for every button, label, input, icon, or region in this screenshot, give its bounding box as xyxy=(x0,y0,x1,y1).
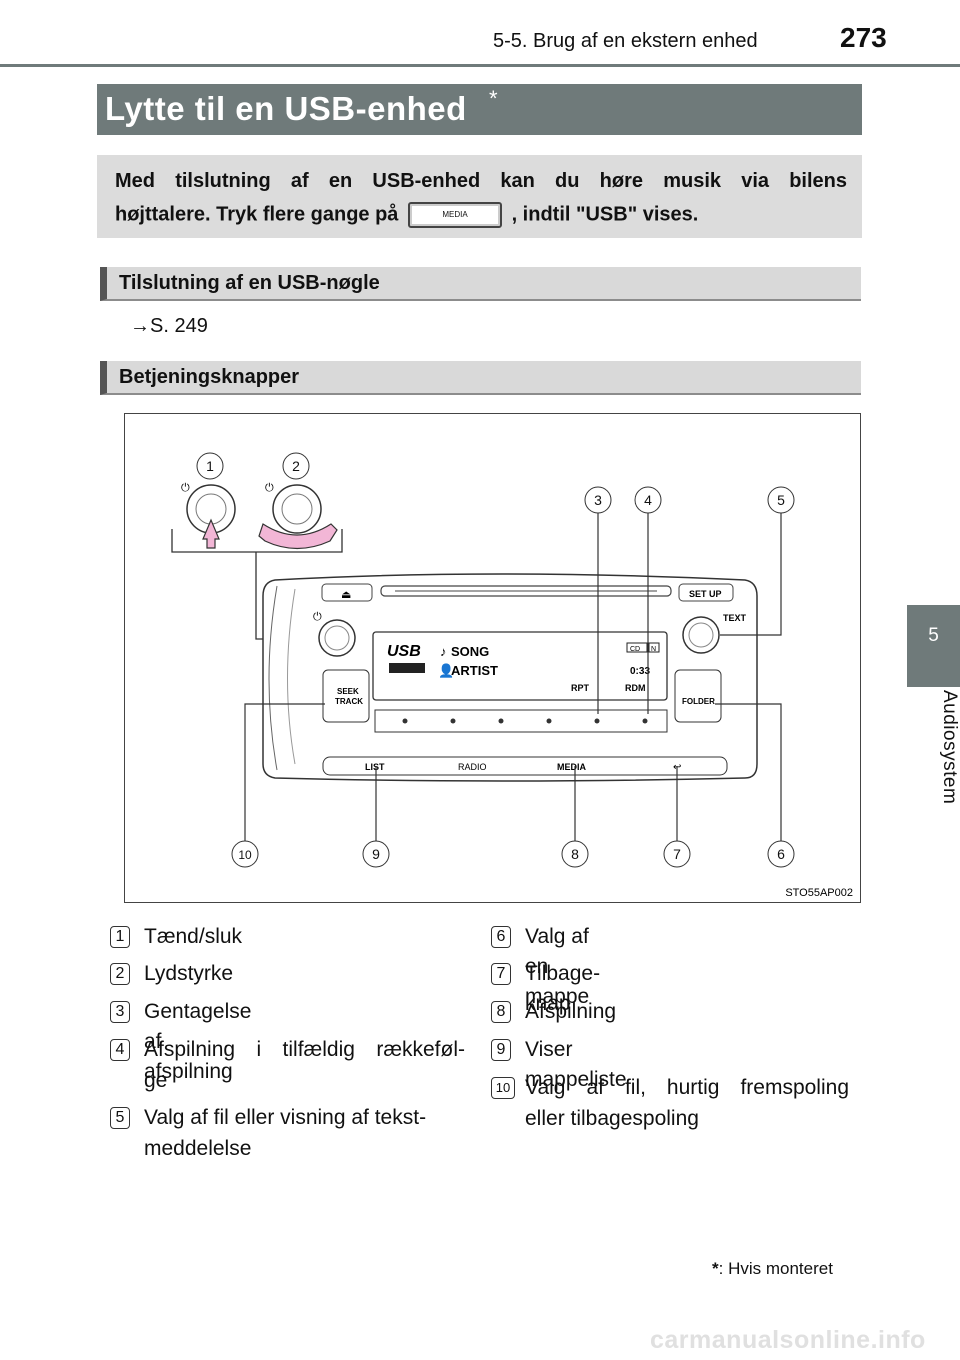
track-label: TRACK xyxy=(335,697,363,706)
legend-num-6: 6 xyxy=(491,926,511,948)
footnote: *: Hvis monteret xyxy=(712,1259,833,1279)
section-controls: Betjeningsknapper xyxy=(100,361,861,395)
legend-text-5: Valg af fil eller visning af tekst- xyxy=(144,1106,427,1129)
display-rpt: RPT xyxy=(571,683,590,693)
legend-num-3: 3 xyxy=(110,1001,130,1023)
display-usb-stick-icon xyxy=(389,663,425,673)
legend-text-4: Afspilning i tilfældig rækkeføl- xyxy=(144,1038,465,1061)
legend-num-10: 10 xyxy=(491,1077,515,1099)
callout-4: 4 xyxy=(644,492,652,508)
display-mode: USB xyxy=(387,643,421,660)
media-button-label: MEDIA xyxy=(442,210,468,219)
legend-text-10: Valg af fil, hurtig fremspoling xyxy=(525,1076,849,1099)
legend-text-1: Tænd/sluk xyxy=(144,925,243,948)
callout-6: 6 xyxy=(777,846,785,862)
legend-text-10b: eller tilbagespoling xyxy=(525,1107,699,1130)
display-person-icon: 👤 xyxy=(438,663,454,678)
media-figure-label: MEDIA xyxy=(557,762,587,772)
legend-text-4b: ge xyxy=(144,1069,168,1092)
watermark: carmanualsonline.info xyxy=(650,1326,926,1354)
legend-text-9: Viser mappeliste xyxy=(525,1038,627,1091)
folder-label: FOLDER xyxy=(682,697,715,706)
title-bar: Lytte til en USB-enhed * xyxy=(97,84,862,135)
legend-text-8: Afspilning xyxy=(525,1000,617,1023)
page-title: Lytte til en USB-enhed xyxy=(105,90,467,127)
intro-box: Med tilslutning af en USB-enhed kan du h… xyxy=(97,155,862,238)
display-cd: CD xyxy=(630,646,640,653)
list-button-label: LIST xyxy=(365,762,385,772)
chapter-header: 5-5. Brug af en ekstern enhed xyxy=(493,30,758,52)
intro-line2-after: , indtil "USB" vises. xyxy=(511,203,699,226)
power-symbol-2: ⏻ xyxy=(265,482,274,494)
footnote-star: * xyxy=(712,1259,719,1278)
legend-text-3: Gentagelse af afspilning xyxy=(144,1000,252,1083)
power-symbol-1: ⏻ xyxy=(181,482,190,494)
display-n: N xyxy=(651,646,656,653)
header-rule xyxy=(0,64,960,67)
display-note-icon: ♪ xyxy=(440,644,447,659)
legend-item-10: 10 Valg af fil, hurtig fremspoling eller t… xyxy=(491,1073,851,1135)
ref-text: S. 249 xyxy=(150,315,208,337)
power-knob-icon: ⏻ xyxy=(181,482,236,549)
legend-item-4: 4 Afspilning i tilfældig rækkeføl-ge xyxy=(110,1035,465,1097)
legend-num-1: 1 xyxy=(110,926,130,948)
figure-code: STO55AP002 xyxy=(785,887,853,899)
legend-num-9: 9 xyxy=(491,1039,511,1061)
seek-label: SEEK xyxy=(337,687,359,696)
side-tab-label: Audiosystem xyxy=(939,690,960,805)
media-button-icon: MEDIA xyxy=(408,202,502,228)
callout-2: 2 xyxy=(292,458,300,474)
section-usb-key: Tilslutning af en USB-nøgle xyxy=(100,267,861,301)
ref-arrow: → xyxy=(130,315,150,337)
side-tab-number: 5 xyxy=(907,605,960,687)
eject-icon: ⏏ xyxy=(341,589,351,601)
display-rdm: RDM xyxy=(625,683,646,693)
callout-1: 1 xyxy=(206,458,214,474)
page-reference: →S. 249 xyxy=(130,315,208,338)
legend-text-6: Valg af en mappe xyxy=(525,925,590,1008)
callout-markers: 1 2 3 4 5 6 7 8 9 10 xyxy=(196,452,795,868)
radio-button-label: RADIO xyxy=(458,762,487,772)
intro-line2-before: højttalere. Tryk flere gange på xyxy=(115,203,399,226)
intro-line1: Med tilslutning af en USB-enhed kan du h… xyxy=(115,170,847,192)
display-time: 0:33 xyxy=(630,666,650,677)
legend-text-7: Tilbage-knap xyxy=(525,962,601,1015)
audio-figure: ⏻ ⏻ ⏏ SET UP ⏻ TEXT USB ♪ SONG 👤 ARTIST … xyxy=(124,413,861,903)
display-artist: ARTIST xyxy=(451,663,498,678)
unit-power-symbol: ⏻ xyxy=(313,611,322,623)
legend-num-8: 8 xyxy=(491,1001,511,1023)
callout-9: 9 xyxy=(372,846,380,862)
page-number: 273 xyxy=(840,22,887,53)
legend-text-2: Lydstyrke xyxy=(144,962,234,985)
callout-7: 7 xyxy=(673,846,681,862)
title-star: * xyxy=(489,86,498,111)
callout-10: 10 xyxy=(238,848,252,862)
legend-item-5: 5 Valg af fil eller visning af tekst-medd… xyxy=(110,1103,465,1165)
callout-3: 3 xyxy=(594,492,602,508)
side-tab-number-text: 5 xyxy=(928,625,939,646)
legend-num-4: 4 xyxy=(110,1039,130,1061)
legend-text-5b: meddelelse xyxy=(144,1137,252,1160)
setup-button-label: SET UP xyxy=(689,589,722,599)
intro-line2: højttalere. Tryk flere gange på MEDIA , … xyxy=(115,202,698,228)
preset-buttons xyxy=(402,718,648,724)
display-song: SONG xyxy=(451,644,489,659)
legend-num-2: 2 xyxy=(110,963,130,985)
legend-num-7: 7 xyxy=(491,963,511,985)
callout-8: 8 xyxy=(571,846,579,862)
text-button-label: TEXT xyxy=(723,613,747,623)
callout-5: 5 xyxy=(777,492,785,508)
legend-num-5: 5 xyxy=(110,1107,130,1129)
footnote-text: : Hvis monteret xyxy=(718,1259,833,1278)
volume-knob-icon: ⏻ xyxy=(258,482,338,550)
